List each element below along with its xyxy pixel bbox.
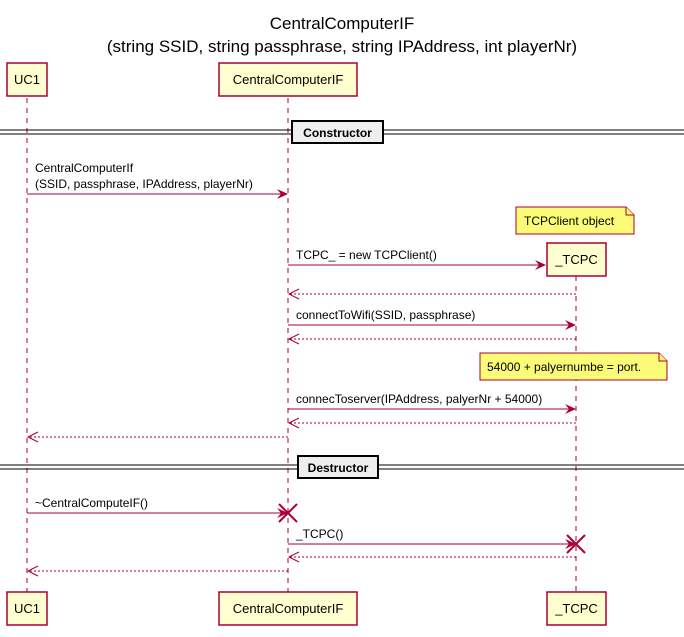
return-create-arrowhead	[287, 288, 300, 300]
message-tcpc-dtor-arrowhead	[565, 539, 576, 549]
note-tcpclient-object: TCPClient object	[515, 206, 635, 235]
participant-tcpc-bottom: _TCPC	[546, 591, 607, 626]
destroy-icon-cc	[278, 503, 298, 523]
participant-cc-bottom-label: CentralComputerIF	[233, 601, 344, 616]
note-tcpclient-object-text: TCPClient object	[524, 214, 615, 228]
message-tcpc-dtor-label: _TCPC()	[295, 527, 343, 541]
return-wifi-arrowhead	[287, 333, 300, 345]
separator-box-constructor	[291, 120, 384, 144]
note-port-text: 54000 + palyernumbe = port.	[487, 360, 641, 374]
return-ctor-arrowhead	[26, 431, 39, 443]
participant-uc1-label: UC1	[14, 72, 40, 87]
return-dtor-arrowhead	[26, 565, 39, 577]
message-wifi-arrowhead	[565, 320, 576, 330]
message-ctor-arrowhead	[277, 189, 288, 199]
separator-box-destructor	[297, 455, 379, 479]
message-ctor-label-2: (SSID, passphrase, IPAddress, playerNr)	[35, 177, 253, 191]
participant-uc1-top: UC1	[6, 62, 48, 97]
message-server-label: connecToserver(IPAddress, palyerNr + 540…	[296, 392, 542, 406]
message-wifi-label: connectToWifi(SSID, passphrase)	[296, 308, 475, 322]
participant-uc1-bottom: UC1	[6, 591, 48, 626]
participant-tcpc-created: _TCPC	[546, 242, 607, 277]
return-tcpc-dtor-arrowhead	[287, 551, 300, 563]
message-dtor-label: ~CentralComputeIF()	[35, 496, 148, 510]
message-ctor-label-1: CentralComputerIf	[35, 161, 134, 175]
diagram-title: CentralComputerIF	[270, 14, 415, 33]
message-server-arrowhead	[565, 404, 576, 414]
participant-cc-label: CentralComputerIF	[233, 72, 344, 87]
message-create-arrowhead	[535, 260, 546, 270]
separator-destructor-label: Destructor	[308, 461, 369, 475]
return-server-arrowhead	[287, 417, 300, 429]
diagram-subtitle: (string SSID, string passphrase, string …	[107, 37, 577, 56]
participant-tcpc-created-label: _TCPC	[554, 252, 598, 267]
participant-uc1-bottom-label: UC1	[14, 601, 40, 616]
separator-constructor-label: Constructor	[303, 126, 372, 140]
participant-cc-top: CentralComputerIF	[218, 62, 358, 97]
participant-cc-bottom: CentralComputerIF	[218, 591, 358, 626]
message-dtor-arrowhead	[277, 508, 288, 518]
participant-tcpc-bottom-label: _TCPC	[554, 601, 598, 616]
message-create-label: TCPC_ = new TCPClient()	[296, 248, 437, 262]
note-port: 54000 + palyernumbe = port.	[479, 352, 668, 381]
destroy-icon-tcpc	[566, 534, 586, 554]
